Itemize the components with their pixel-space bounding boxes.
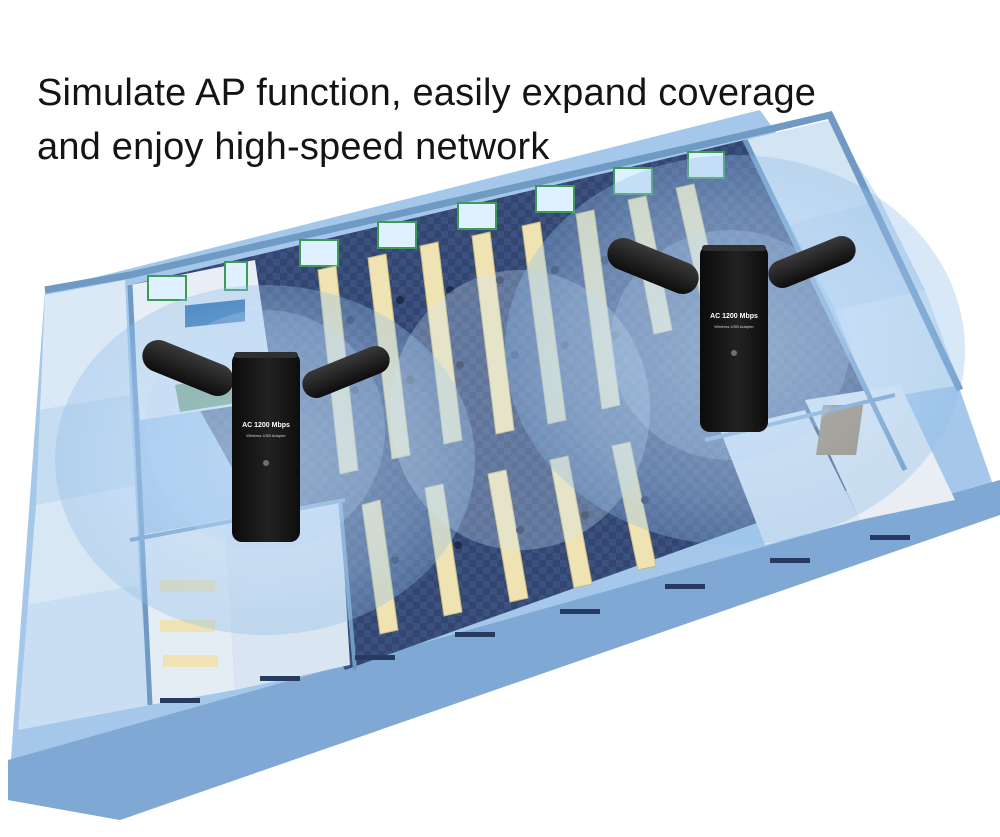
left-room-bottom bbox=[18, 585, 150, 730]
headline-line-1: Simulate AP function, easily expand cove… bbox=[37, 72, 817, 114]
adapter-body-right bbox=[700, 245, 768, 432]
adapter-led-left bbox=[263, 460, 269, 466]
antenna-left-a bbox=[142, 340, 234, 396]
adapter-body-left bbox=[232, 352, 300, 542]
headline-line-2: and enjoy high-speed network bbox=[37, 126, 550, 168]
usb-wifi-adapter-icon-right: AC 1200 Mbps Wireless USB Adapter bbox=[607, 236, 856, 432]
front-windows bbox=[160, 535, 910, 703]
antenna-right-a bbox=[607, 238, 699, 294]
adapter-subtext-right: Wireless USB Adapter bbox=[714, 324, 754, 329]
adapter-subtext-left: Wireless USB Adapter bbox=[246, 433, 286, 438]
adapter-led-right bbox=[731, 350, 737, 356]
usb-wifi-adapter-icon-left: AC 1200 Mbps Wireless USB Adapter bbox=[142, 340, 390, 542]
headline: Simulate AP function, easily expand cove… bbox=[37, 66, 816, 174]
adapter-model-text-right: AC 1200 Mbps bbox=[710, 313, 758, 320]
antenna-right-b bbox=[768, 236, 856, 288]
antenna-left-b bbox=[302, 346, 390, 398]
adapter-model-text-left: AC 1200 Mbps bbox=[242, 422, 290, 429]
building-front-face bbox=[8, 480, 1000, 820]
